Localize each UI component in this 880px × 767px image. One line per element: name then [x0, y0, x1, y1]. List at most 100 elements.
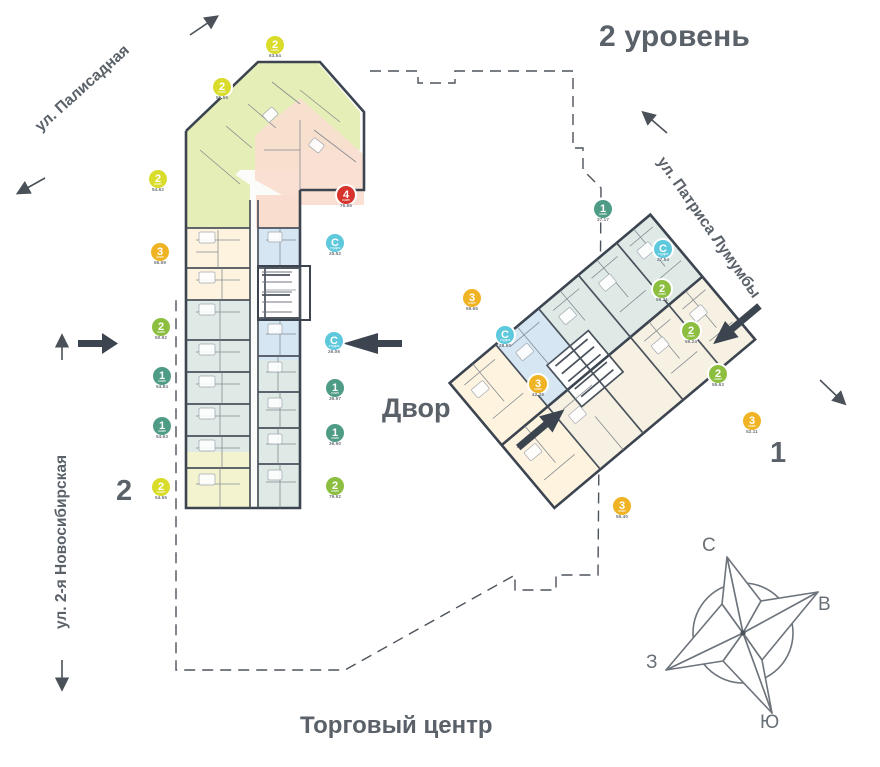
apartment-badge-subtitle: комн [687, 334, 695, 338]
apartment-badge-area: 50.92 [155, 335, 167, 340]
apartment-badge-subtitle: комн [599, 212, 607, 216]
apartment-badge-rooms: 2 [152, 478, 170, 496]
apartment-badge-rooms: 1 [326, 424, 344, 442]
apartment-badge-subtitle: комн [271, 48, 279, 52]
apartment-badge-rooms: 4 [337, 186, 355, 204]
apartment-badge-subtitle: комн [331, 436, 339, 440]
apartment-badge-rooms: 2 [213, 78, 231, 96]
apartment-badge-subtitle: комн [156, 255, 164, 259]
apartment-badge-rooms: 1 [326, 379, 344, 397]
apartment-badge-rooms: 2 [149, 170, 167, 188]
building-number-right: 1 [770, 437, 787, 469]
apartment-badge-subtitle: комн [158, 379, 166, 383]
apartment-badge-subtitle: комн [534, 387, 542, 391]
apartment-badge-area: 63.54 [269, 53, 281, 58]
apartment-badge-area: 42.26 [532, 392, 544, 397]
apartment-badge-subtitle: студия [329, 246, 341, 250]
apartment-badge-area: 28.50 [499, 343, 511, 348]
apartment-badge-rooms: 3 [529, 375, 547, 393]
apartment-badge-subtitle: студия [499, 338, 511, 342]
apartment-badge-subtitle: комн [618, 509, 626, 513]
apartment-badge-area: 26.06 [328, 349, 340, 354]
apartment-badge-subtitle: комн [748, 424, 756, 428]
apartment-badge-area: 52.11 [746, 429, 758, 434]
apartment-badge-rooms: 1 [594, 200, 612, 218]
apartment-badge-area: 25.52 [329, 251, 341, 256]
apartment-badge-rooms: 2 [326, 477, 344, 495]
apartment-badge-subtitle: комн [658, 292, 666, 296]
apartment-badge-subtitle: комн [158, 429, 166, 433]
apartment-badge-area: 55.63 [712, 382, 724, 387]
apartment-badge-subtitle: студия [328, 344, 340, 348]
apartment-badge-rooms: 2 [266, 36, 284, 54]
apartment-badge-area: 54.63 [156, 434, 168, 439]
apartment-badge-rooms: 1 [153, 417, 171, 435]
building-right [447, 212, 757, 510]
apartment-badge-subtitle: комн [468, 301, 476, 305]
apartment-badge-area: 59.21 [656, 297, 668, 302]
apartment-badge-area: 55.55 [216, 95, 228, 100]
apartment-badge-area: 56.59 [154, 260, 166, 265]
apartment-badge-subtitle: комн [154, 182, 162, 186]
apartment-badge-area: 54.62 [152, 187, 164, 192]
apartment-badge-area: 79.92 [329, 494, 341, 499]
apartment-badge-subtitle: студия [657, 252, 669, 256]
apartment-badge-rooms: C [326, 234, 344, 252]
apartment-badge-rooms: 2 [682, 322, 700, 340]
apartment-badge-area: 76.65 [340, 203, 352, 208]
apartment-badge-subtitle: комн [157, 330, 165, 334]
entrance-arrow-right-outer [713, 303, 762, 345]
apartment-badge-subtitle: комн [331, 489, 339, 493]
compass-label-east: В [818, 594, 831, 615]
apartment-badge-rooms: C [654, 240, 672, 258]
street-arrow-palisadnaya [15, 15, 219, 195]
apartment-badge-area: 36.97 [329, 396, 341, 401]
street-label-novosibirskaya: ул. 2-я Новосибирская [53, 454, 70, 629]
apartment-badge-rooms: 2 [653, 280, 671, 298]
apartment-badge-rooms: 2 [152, 318, 170, 336]
entrance-arrow-left-inner [343, 333, 402, 354]
apartment-badge-subtitle: комн [157, 490, 165, 494]
apartment-badge-rooms: 3 [151, 243, 169, 261]
apartment-badge-rooms: 3 [463, 289, 481, 307]
apartment-badge-rooms: 3 [613, 497, 631, 515]
page-title: 2 уровень [599, 20, 751, 53]
apartment-badge-area: 37.17 [597, 217, 609, 222]
yard-label: Двор [382, 393, 451, 423]
apartment-badge-subtitle: комн [342, 198, 350, 202]
entrance-arrow-left-outer [78, 333, 118, 354]
apartment-badge-area: 55.40 [616, 514, 628, 519]
compass-rose-icon [665, 556, 819, 714]
apartment-badge-rooms: 2 [709, 365, 727, 383]
apartment-badge-area: 36.90 [329, 441, 341, 446]
entrance-arrow-right-inner [515, 409, 565, 451]
apartment-badge-area: 54.84 [156, 384, 168, 389]
compass-label-west: З [646, 652, 658, 673]
